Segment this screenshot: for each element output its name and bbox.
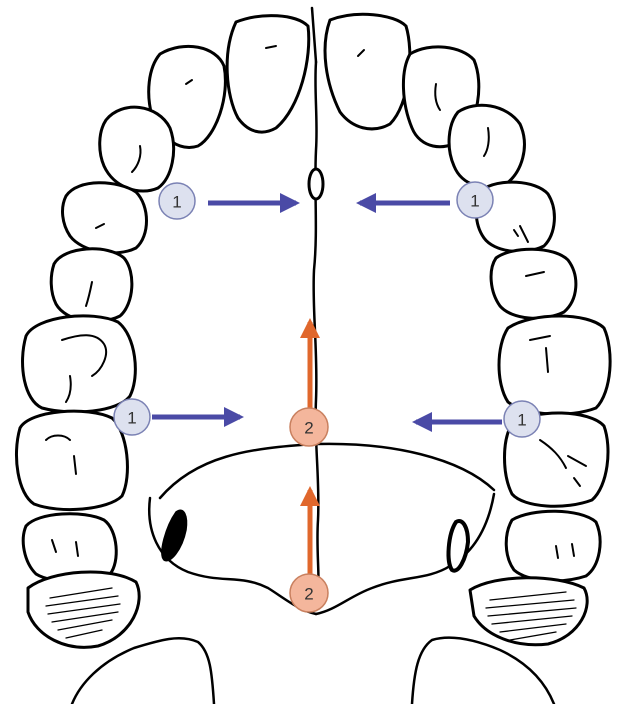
marker-label: 1 [172,193,181,212]
tooth-left-first-molar [23,316,136,412]
tooth-right-second-premolar [491,249,576,318]
arrows [152,203,502,578]
tooth-left-first-premolar [63,183,147,253]
marker-label: 2 [304,585,313,604]
marker-label: 1 [470,192,479,211]
marker-badge-transverse: 1 [114,399,150,435]
tooth-left-second-molar [16,411,127,509]
marker-badge-sagittal: 2 [290,574,328,612]
incisive-foramen [309,169,323,199]
marker-label: 1 [517,411,526,430]
tooth-right-central-incisor [325,14,410,129]
marker-label: 1 [127,409,136,428]
tooth-right-first-molar [499,316,610,414]
tooth-right-third-molar [506,511,600,581]
marker-label: 2 [304,419,313,438]
palatine-suture [160,444,494,498]
throat-outline-right [412,638,554,704]
greater-palatine-foramen-right [449,521,468,571]
tooth-left-canine [100,107,174,191]
midpalatal-suture [314,62,319,598]
tooth-right-canine [449,105,524,187]
marker-badge-sagittal: 2 [290,408,328,446]
frenum-line [312,8,316,62]
marker-badge-transverse: 1 [159,183,195,219]
tooth-left-central-incisor [227,16,309,132]
right-tuberosity [470,578,587,645]
marker-badge-transverse: 1 [457,182,493,218]
marker-badge-transverse: 1 [504,401,540,437]
greater-palatine-foramen-left [162,510,187,560]
